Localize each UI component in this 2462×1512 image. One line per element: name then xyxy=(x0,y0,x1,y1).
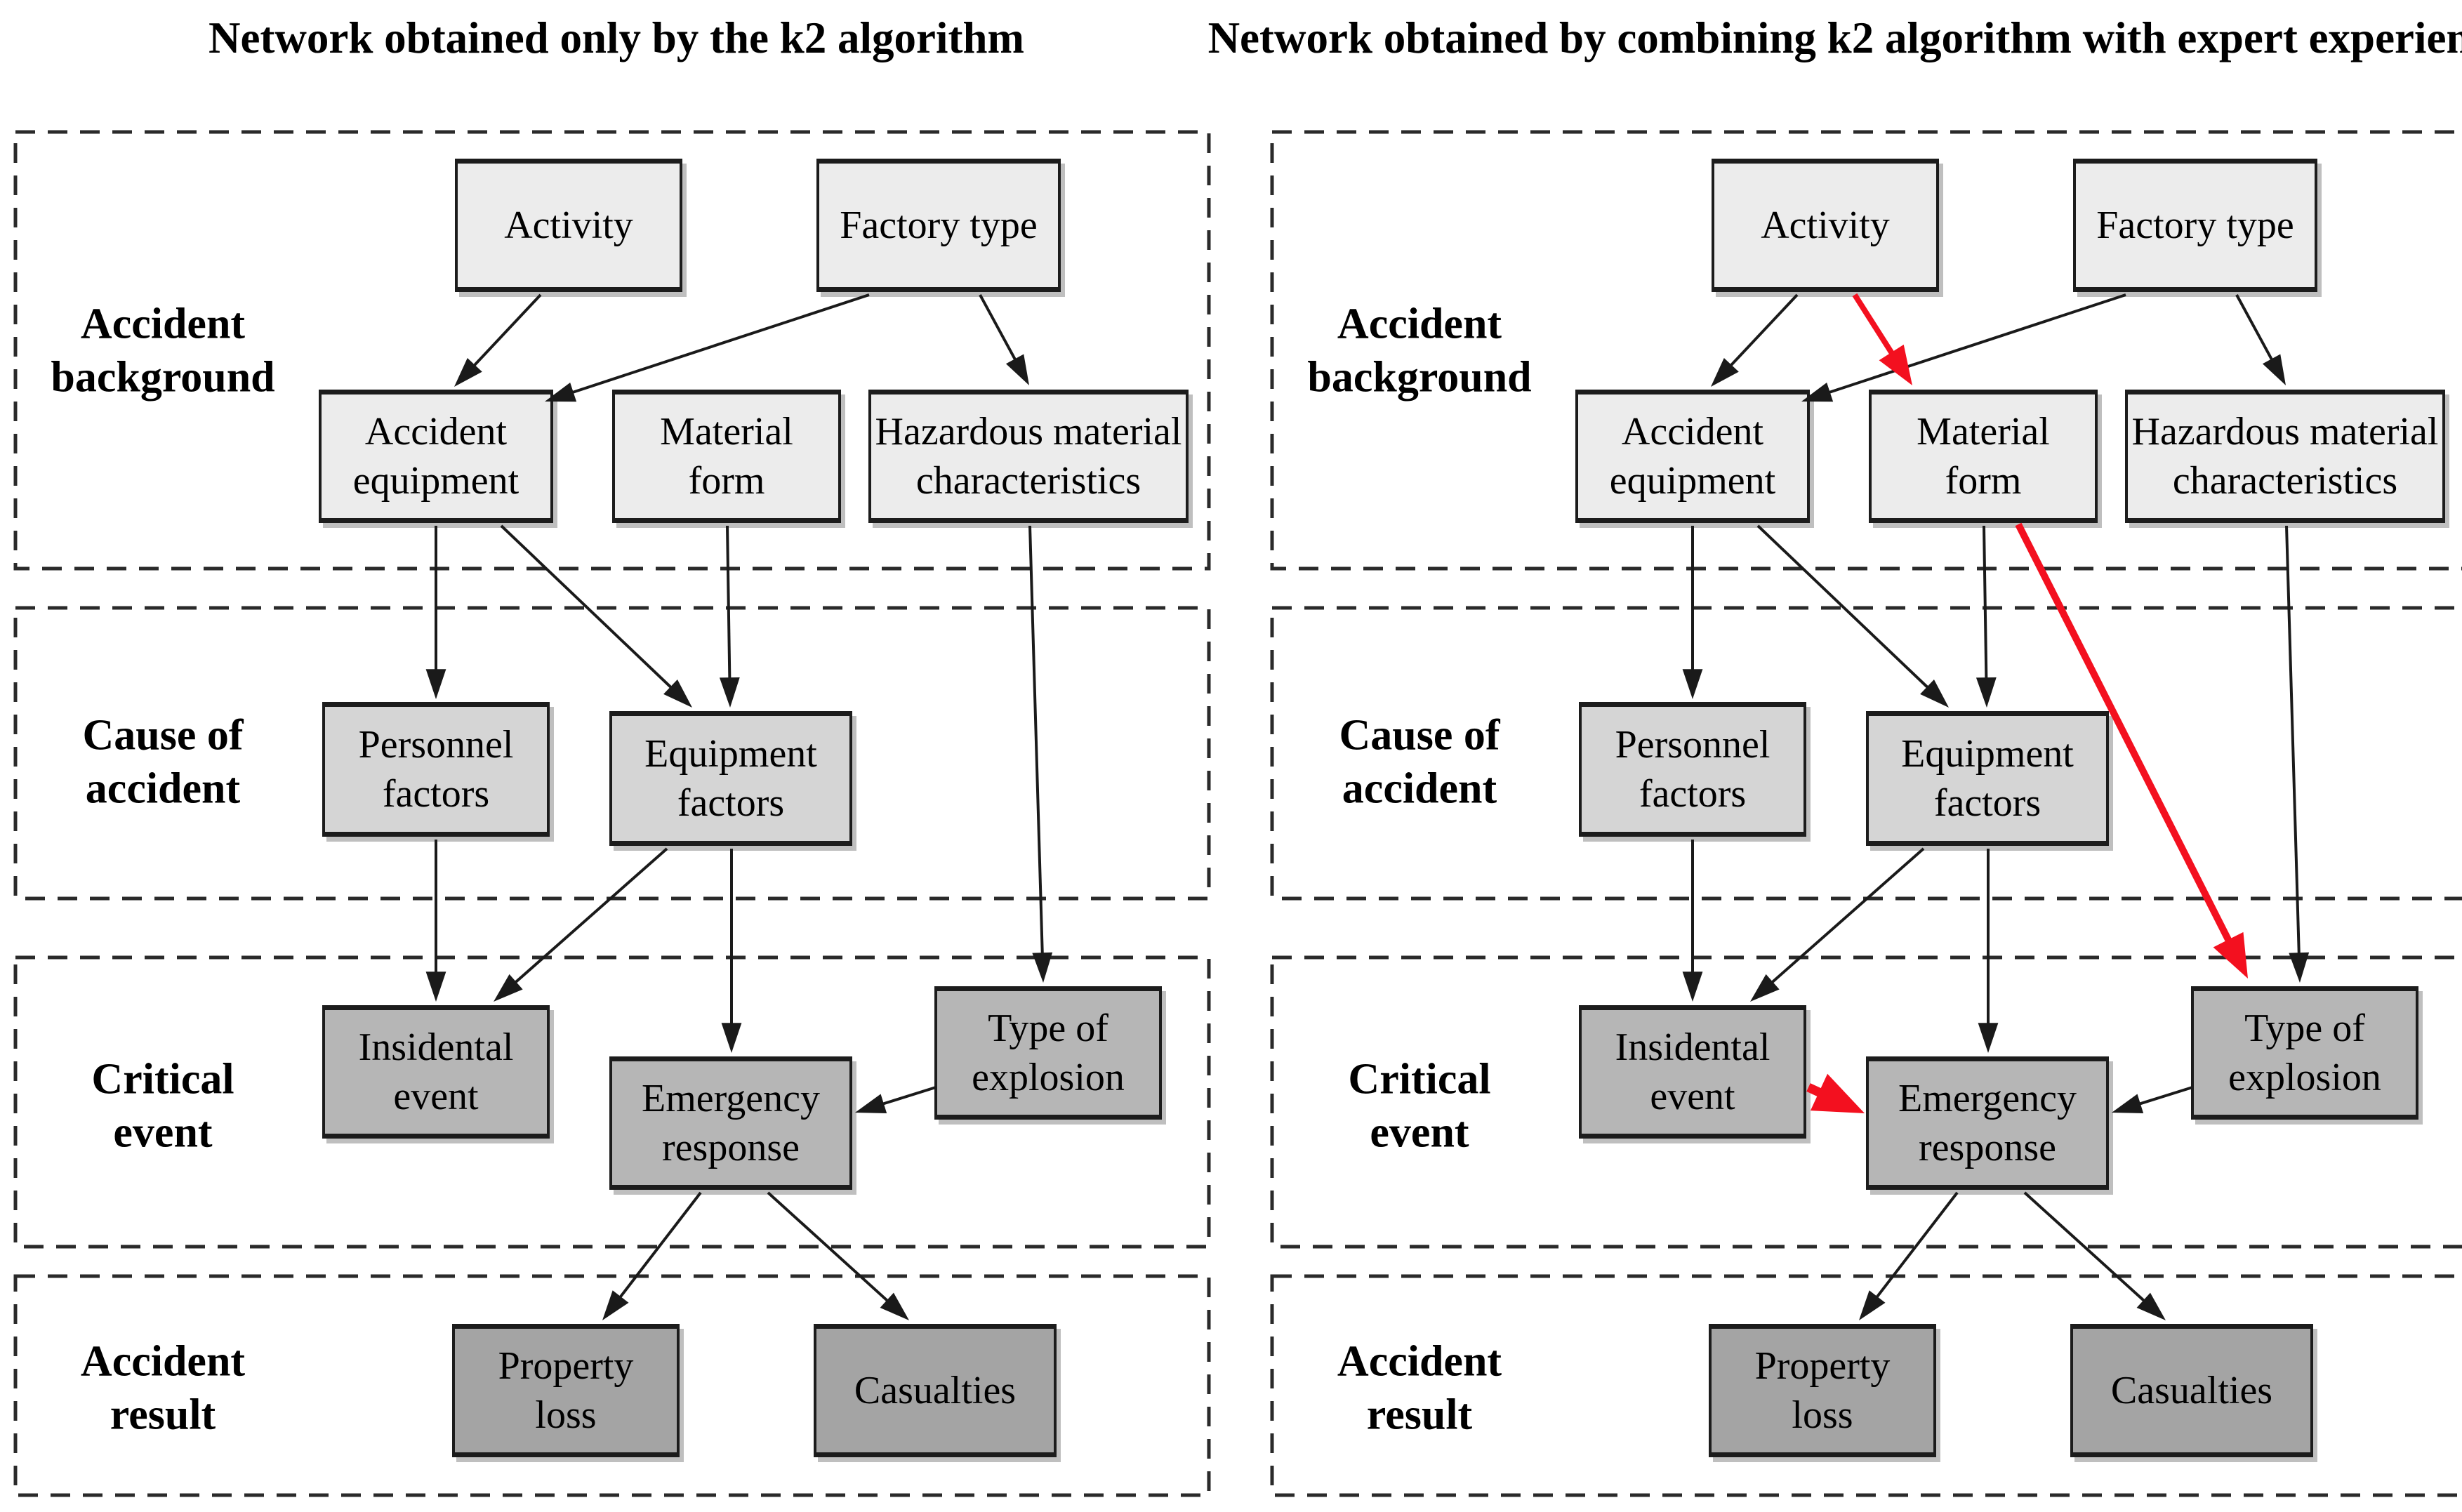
k2-expert-node-material-form: Material form xyxy=(1869,390,2098,523)
k2-expert-node-accident-equipment: Accident equipment xyxy=(1575,390,1810,523)
k2-expert-section-label-accident-background: Accident background xyxy=(1307,300,1532,401)
k2-only-section-label-accident-result: Accident result xyxy=(80,1337,246,1438)
k2-only-edge-factory-type-to-hazardous-material-characteristics xyxy=(979,294,1029,385)
k2-only-node-activity: Activity xyxy=(455,159,682,292)
k2-expert-edge-activity-to-accident-equipment xyxy=(1711,293,1799,387)
k2-expert-edge-hazardous-material-characteristics-to-type-of-explosion xyxy=(2285,525,2310,983)
k2-expert-section-label-cause-of-accident: Cause of accident xyxy=(1339,711,1500,812)
k2-only-node-accident-equipment: Accident equipment xyxy=(319,390,553,523)
k2-only-node-insidental-event: Insidental event xyxy=(322,1005,550,1139)
k2-only-edge-emergency-response-to-casualties xyxy=(767,1191,909,1320)
k2-only-section-label-accident-background: Accident background xyxy=(51,300,275,401)
k2-only-edge-equipment-factors-to-emergency-response xyxy=(721,849,742,1053)
k2-only-edge-accident-equipment-to-equipment-factors xyxy=(500,524,692,708)
k2-expert-edge-equipment-factors-to-emergency-response xyxy=(1978,849,1999,1053)
k2-expert-node-insidental-event: Insidental event xyxy=(1579,1005,1806,1139)
k2-only-node-type-of-explosion: Type of explosion xyxy=(934,986,1162,1120)
k2-expert-edge-accident-equipment-to-equipment-factors xyxy=(1756,524,1949,708)
k2-only-node-hazardous-material-characteristics: Hazardous material characteristics xyxy=(868,390,1189,523)
panel-title-k2-only: Network obtained only by the k2 algorith… xyxy=(208,13,1025,62)
k2-expert-node-equipment-factors: Equipment factors xyxy=(1866,711,2109,846)
panel-title-k2-expert: Network obtained by combining k2 algorit… xyxy=(1207,13,2462,62)
k2-expert-node-personnel-factors: Personnel factors xyxy=(1579,702,1806,837)
k2-only-edge-equipment-factors-to-insidental-event xyxy=(494,847,668,1002)
k2-only-section-label-cause-of-accident: Cause of accident xyxy=(82,711,244,812)
k2-only-edge-material-form-to-equipment-factors xyxy=(719,525,740,708)
k2-only-edge-activity-to-accident-equipment xyxy=(454,293,542,387)
k2-expert-node-activity: Activity xyxy=(1712,159,1939,292)
k2-expert-edge-accident-equipment-to-personnel-factors xyxy=(1682,526,1703,699)
k2-expert-edge-insidental-event-to-emergency-response xyxy=(1806,1073,1865,1113)
k2-only-node-property-loss: Property loss xyxy=(452,1324,680,1457)
k2-only-edge-personnel-factors-to-insidental-event xyxy=(425,840,446,1002)
k2-only-node-casualties: Casualties xyxy=(814,1324,1057,1457)
k2-expert-edge-factory-type-to-accident-equipment xyxy=(1801,293,2126,402)
k2-expert-node-casualties: Casualties xyxy=(2070,1324,2313,1457)
k2-expert-edge-factory-type-to-hazardous-material-characteristics xyxy=(2235,294,2286,385)
k2-expert-node-type-of-explosion: Type of explosion xyxy=(2191,986,2418,1120)
k2-only-edge-hazardous-material-characteristics-to-type-of-explosion xyxy=(1028,525,1053,983)
k2-expert-edge-emergency-response-to-casualties xyxy=(2023,1191,2166,1320)
k2-only-edge-type-of-explosion-to-emergency-response xyxy=(855,1086,937,1113)
k2-expert-node-hazardous-material-characteristics: Hazardous material characteristics xyxy=(2125,390,2445,523)
k2-expert-edge-personnel-factors-to-insidental-event xyxy=(1682,840,1703,1002)
k2-only-edge-factory-type-to-accident-equipment xyxy=(545,293,870,402)
k2-only-node-personnel-factors: Personnel factors xyxy=(322,702,550,837)
k2-only-section-label-critical-event: Critical event xyxy=(91,1055,234,1156)
k2-expert-edge-equipment-factors-to-insidental-event xyxy=(1750,847,1925,1002)
k2-only-edge-emergency-response-to-property-loss xyxy=(602,1191,702,1320)
k2-expert-edge-emergency-response-to-property-loss xyxy=(1859,1191,1959,1320)
k2-only-node-factory-type: Factory type xyxy=(816,159,1061,292)
k2-only-edge-accident-equipment-to-personnel-factors xyxy=(425,526,446,699)
k2-expert-edge-activity-to-material-form xyxy=(1852,293,1912,385)
k2-only-node-emergency-response: Emergency response xyxy=(609,1056,852,1190)
k2-expert-node-property-loss: Property loss xyxy=(1709,1324,1936,1457)
k2-expert-section-label-critical-event: Critical event xyxy=(1348,1055,1491,1156)
k2-expert-node-factory-type: Factory type xyxy=(2073,159,2317,292)
k2-expert-edge-material-form-to-equipment-factors xyxy=(1975,525,1997,708)
k2-expert-edge-type-of-explosion-to-emergency-response xyxy=(2112,1086,2193,1113)
k2-expert-node-emergency-response: Emergency response xyxy=(1866,1056,2109,1190)
k2-expert-section-label-accident-result: Accident result xyxy=(1337,1337,1502,1438)
k2-only-node-material-form: Material form xyxy=(612,390,841,523)
k2-only-node-equipment-factors: Equipment factors xyxy=(609,711,852,846)
